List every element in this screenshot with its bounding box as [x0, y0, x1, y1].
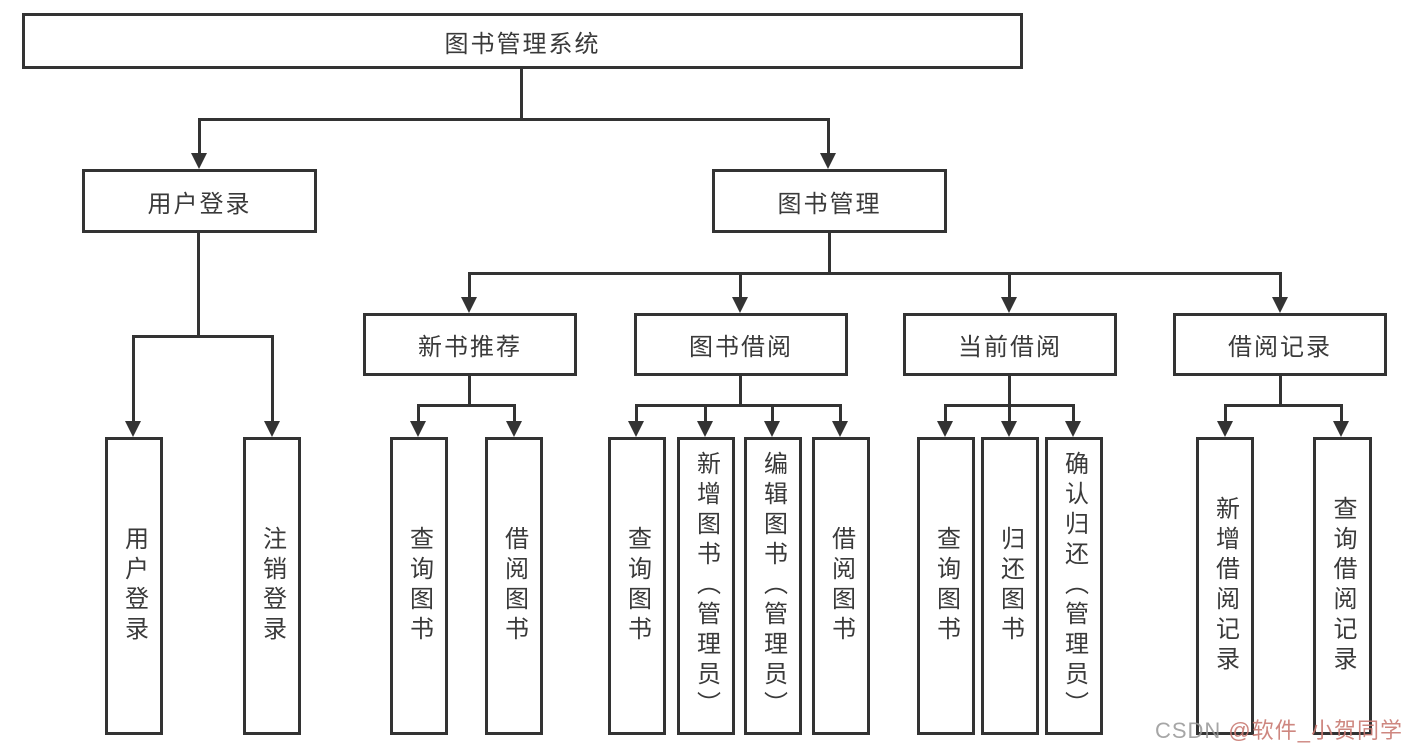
node-new-book-recommend: 新书推荐	[363, 313, 577, 376]
connector-line	[944, 404, 947, 422]
arrowhead-icon	[1001, 421, 1017, 437]
connector-line	[1279, 272, 1282, 299]
node-book-borrow: 图书借阅	[634, 313, 848, 376]
node-borrow-records: 借阅记录	[1173, 313, 1387, 376]
connector-line	[739, 272, 742, 299]
arrowhead-icon	[191, 153, 207, 169]
connector-line	[839, 404, 842, 422]
node-label: 用户登录	[147, 190, 252, 218]
node-label: 新增借阅记录	[1211, 496, 1239, 676]
leaf-logout: 注销登录	[243, 437, 301, 735]
node-user-login-group: 用户登录	[82, 169, 317, 233]
node-label: 当前借阅	[958, 334, 1062, 361]
connector-line	[1072, 404, 1075, 422]
leaf-query-books-current: 查询图书	[917, 437, 975, 735]
connector-line	[635, 404, 638, 422]
arrowhead-icon	[125, 421, 141, 437]
connector-line	[417, 404, 516, 407]
connector-line	[132, 335, 135, 422]
node-label: 编辑图书（管理员）	[759, 451, 787, 721]
arrowhead-icon	[1272, 297, 1288, 313]
node-label: 用户登录	[120, 526, 148, 646]
node-label: 注销登录	[258, 526, 286, 646]
arrowhead-icon	[832, 421, 848, 437]
node-label: 查询图书	[405, 526, 433, 646]
arrowhead-icon	[1217, 421, 1233, 437]
node-current-borrow: 当前借阅	[903, 313, 1117, 376]
connector-line	[468, 272, 1282, 275]
leaf-confirm-return-admin: 确认归还（管理员）	[1045, 437, 1103, 735]
connector-line	[1224, 404, 1227, 422]
node-label: 查询图书	[623, 526, 651, 646]
connector-line	[1008, 404, 1011, 422]
leaf-borrow-books: 借阅图书	[812, 437, 870, 735]
arrowhead-icon	[628, 421, 644, 437]
node-label: 图书管理	[777, 190, 882, 218]
arrowhead-icon	[697, 421, 713, 437]
node-label: 查询图书	[932, 526, 960, 646]
node-label: 新增图书（管理员）	[692, 451, 720, 721]
node-book-management-group: 图书管理	[712, 169, 947, 233]
connector-line	[1224, 404, 1343, 407]
arrowhead-icon	[506, 421, 522, 437]
connector-line	[1340, 404, 1343, 422]
arrowhead-icon	[764, 421, 780, 437]
arrowhead-icon	[1065, 421, 1081, 437]
connector-line	[704, 404, 707, 422]
connector-line	[132, 335, 274, 338]
node-label: 新书推荐	[418, 334, 522, 361]
arrowhead-icon	[461, 297, 477, 313]
node-label: 确认归还（管理员）	[1060, 451, 1088, 721]
connector-line	[828, 233, 831, 272]
node-system-root: 图书管理系统	[22, 13, 1023, 69]
leaf-query-books-borrow: 查询图书	[608, 437, 666, 735]
node-label: 借阅记录	[1228, 334, 1332, 361]
leaf-return-books: 归还图书	[981, 437, 1039, 735]
connector-line	[771, 404, 774, 422]
connector-line	[513, 404, 516, 422]
leaf-query-borrow-record: 查询借阅记录	[1313, 437, 1372, 735]
connector-line	[198, 118, 830, 121]
arrowhead-icon	[264, 421, 280, 437]
connector-line	[739, 376, 742, 404]
connector-line	[197, 233, 200, 335]
connector-line	[271, 335, 274, 422]
node-label: 查询借阅记录	[1329, 496, 1356, 676]
connector-line	[1279, 376, 1282, 404]
node-label: 图书管理系统	[444, 30, 601, 58]
arrowhead-icon	[820, 153, 836, 169]
connector-line	[468, 272, 471, 299]
connector-line	[1008, 272, 1011, 299]
connector-line	[468, 376, 471, 404]
node-label: 归还图书	[996, 526, 1024, 646]
connector-line	[417, 404, 420, 422]
arrowhead-icon	[732, 297, 748, 313]
connector-line	[198, 118, 201, 155]
connector-line	[827, 118, 830, 155]
arrowhead-icon	[937, 421, 953, 437]
leaf-user-login: 用户登录	[105, 437, 163, 735]
node-label: 借阅图书	[827, 526, 855, 646]
arrowhead-icon	[1333, 421, 1349, 437]
leaf-add-books-admin: 新增图书（管理员）	[677, 437, 735, 735]
node-label: 图书借阅	[689, 334, 793, 361]
connector-line	[635, 404, 842, 407]
connector-line	[1008, 376, 1011, 404]
arrowhead-icon	[410, 421, 426, 437]
node-label: 借阅图书	[500, 526, 528, 646]
leaf-borrow-books-recommend: 借阅图书	[485, 437, 543, 735]
leaf-query-books-recommend: 查询图书	[390, 437, 448, 735]
leaf-edit-books-admin: 编辑图书（管理员）	[744, 437, 802, 735]
arrowhead-icon	[1001, 297, 1017, 313]
leaf-add-borrow-record: 新增借阅记录	[1196, 437, 1254, 735]
connector-line	[520, 68, 523, 118]
